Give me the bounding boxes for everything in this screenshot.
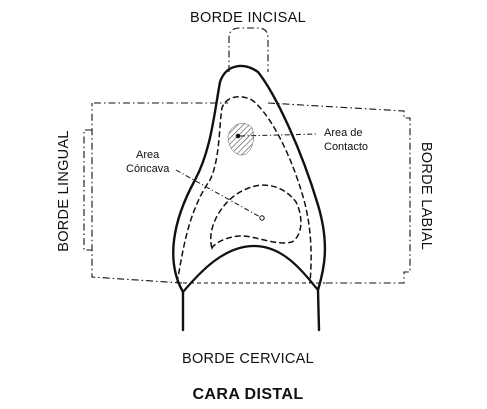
contact-area-hatch [227,123,254,156]
lingual-edge-label: BORDE LINGUAL [56,130,72,252]
bounding-outline [91,102,411,284]
cervical-edge-label: BORDE CERVICAL [182,351,314,367]
labial-edge-label: BORDE LABIAL [418,142,434,250]
incisal-edge-label: BORDE INCISAL [190,10,306,26]
contact-area-label-line1: Area de [324,127,363,139]
cervical-arch [182,244,319,293]
contact-area-label-line2: Contacto [324,141,368,153]
concave-area-label-line1: Area [136,149,160,161]
concave-area-outline [210,184,302,251]
inner-outline [176,95,312,284]
concave-point [259,215,265,221]
concave-leader [175,169,263,219]
incisal-edge-tab [228,27,269,72]
crown-outline [172,64,327,332]
lingual-bracket [83,129,92,251]
contact-point [235,133,241,139]
contact-leader [239,133,319,137]
diagram-caption: CARA DISTAL [192,386,303,403]
concave-area-label-line2: Cóncava [126,163,170,175]
